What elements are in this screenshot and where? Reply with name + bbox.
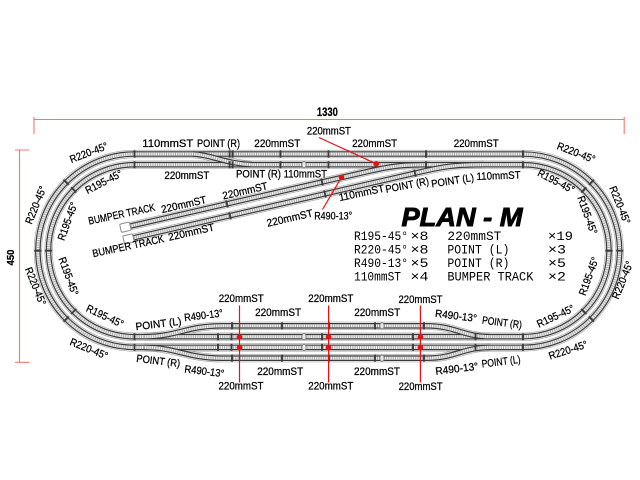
svg-text:220mmST: 220mmST xyxy=(352,138,397,150)
svg-text:POINT (R): POINT (R) xyxy=(136,353,181,370)
svg-text:R490-13°: R490-13° xyxy=(184,363,225,380)
svg-text:×8: ×8 xyxy=(411,244,429,258)
svg-text:R195-45°: R195-45° xyxy=(354,230,408,244)
svg-text:220mmST: 220mmST xyxy=(219,381,264,393)
svg-text:450: 450 xyxy=(5,249,17,265)
svg-text:220mmST: 220mmST xyxy=(307,126,351,138)
svg-text:PLAN - M: PLAN - M xyxy=(402,202,524,232)
svg-text:POINT (R): POINT (R) xyxy=(481,315,522,332)
svg-text:POINT (L): POINT (L) xyxy=(135,316,182,334)
svg-text:×2: ×2 xyxy=(548,271,566,285)
svg-text:220mmST: 220mmST xyxy=(255,307,301,319)
svg-text:220mmST: 220mmST xyxy=(354,307,400,319)
svg-text:POINT (R) 110mmST: POINT (R) 110mmST xyxy=(236,168,327,180)
svg-text:1330: 1330 xyxy=(317,105,338,119)
svg-text:110mmST: 110mmST xyxy=(476,169,521,183)
svg-text:×4: ×4 xyxy=(411,271,429,285)
svg-text:POINT (R): POINT (R) xyxy=(447,257,509,271)
svg-text:×8: ×8 xyxy=(411,230,429,244)
svg-text:220mmST: 220mmST xyxy=(354,366,400,378)
svg-text:220mmST: 220mmST xyxy=(399,294,443,306)
svg-text:×19: ×19 xyxy=(548,230,573,244)
svg-text:220mmST: 220mmST xyxy=(454,138,499,150)
svg-text:R490-13°: R490-13° xyxy=(434,308,477,325)
svg-text:R490-13°: R490-13° xyxy=(354,257,408,271)
svg-text:220mmST: 220mmST xyxy=(447,230,502,244)
svg-text:×5: ×5 xyxy=(548,257,566,271)
svg-text:220mmST: 220mmST xyxy=(257,366,303,378)
svg-text:POINT (L): POINT (L) xyxy=(481,354,521,371)
svg-text:220mmST: 220mmST xyxy=(308,381,353,393)
svg-text:220mmST: 220mmST xyxy=(399,381,443,393)
svg-text:220mmST: 220mmST xyxy=(164,170,209,182)
svg-text:110mmST: 110mmST xyxy=(142,138,194,150)
svg-text:220mmST: 220mmST xyxy=(308,293,353,305)
svg-text:POINT (R): POINT (R) xyxy=(197,138,240,150)
svg-text:×3: ×3 xyxy=(548,244,566,258)
svg-text:R490-13°: R490-13° xyxy=(183,308,223,325)
svg-text:110mmST: 110mmST xyxy=(354,271,401,285)
svg-text:220mmST: 220mmST xyxy=(254,138,300,150)
svg-text:R220-45°: R220-45° xyxy=(354,244,408,258)
svg-text:BUMPER TRACK: BUMPER TRACK xyxy=(447,271,533,285)
svg-text:POINT (L): POINT (L) xyxy=(447,244,509,258)
svg-text:220mmST: 220mmST xyxy=(219,293,264,305)
svg-text:×5: ×5 xyxy=(411,257,429,271)
svg-text:R490-13°: R490-13° xyxy=(435,361,479,378)
svg-text:R490-13°: R490-13° xyxy=(314,211,352,223)
